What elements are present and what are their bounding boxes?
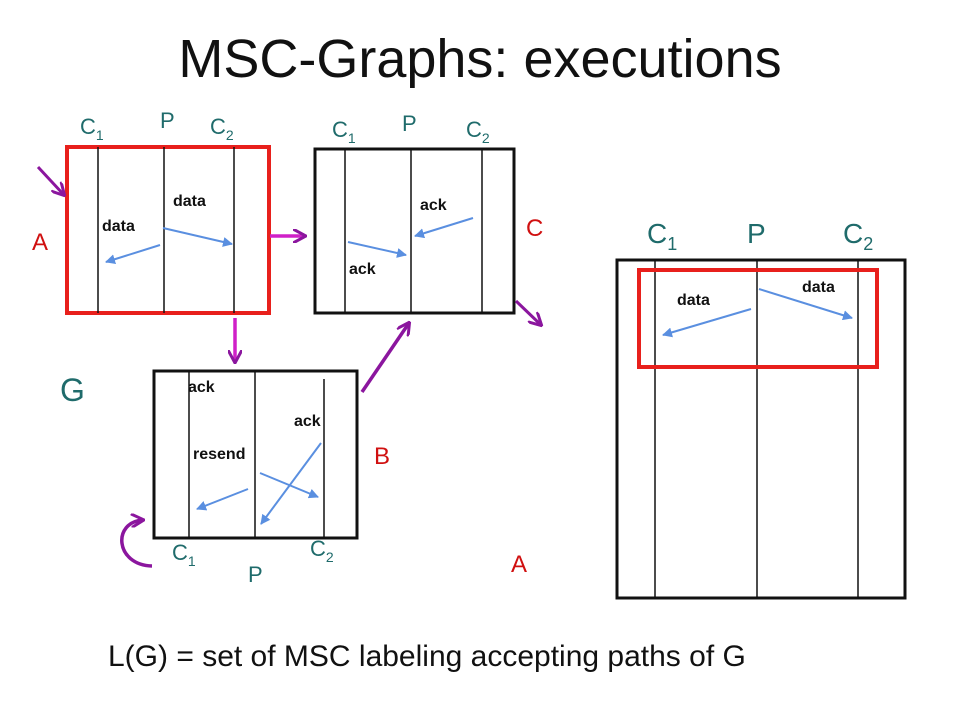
message-arrow — [105, 244, 161, 265]
execution-msc: data data C1 P C2 — [615, 218, 907, 600]
process-label-p: P — [248, 562, 263, 587]
message-label-resend: resend — [193, 446, 245, 463]
node-a-frame — [65, 145, 271, 315]
message-label-data: data — [102, 218, 135, 235]
message-arrow — [414, 217, 474, 239]
node-label-a: A — [32, 229, 48, 256]
page-title: MSC-Graphs: executions — [178, 29, 782, 89]
process-label-p: P — [747, 218, 766, 249]
node-label-c: C — [526, 215, 543, 242]
node-b-msc: ack ack resend C1 P C2 B — [152, 369, 390, 587]
message-label-data: data — [677, 292, 710, 309]
node-label-a-final: A — [511, 551, 527, 578]
message-arrow — [162, 227, 233, 247]
node-c-msc: ack ack C1 P C2 C — [313, 111, 543, 315]
process-label-c2: C2 — [310, 536, 334, 565]
process-label-c2: C2 — [210, 114, 234, 143]
node-c-frame — [313, 147, 516, 315]
message-arrow — [259, 472, 319, 499]
execution-frame — [615, 258, 907, 600]
message-arrow — [662, 308, 752, 338]
process-label-p: P — [402, 111, 417, 136]
process-label-c1: C1 — [647, 218, 677, 254]
edge-c-exit-arrow — [514, 299, 541, 325]
initial-edge-arrow — [36, 165, 64, 195]
message-label-ack: ack — [349, 261, 376, 278]
edge-b-to-c-arrow — [360, 323, 409, 393]
node-a-msc: data data C1 P C2 A — [32, 108, 271, 315]
message-label-data: data — [173, 193, 206, 210]
message-arrow — [196, 488, 249, 511]
message-arrow — [260, 442, 322, 525]
process-label-c1: C1 — [80, 114, 104, 143]
process-label-c2: C2 — [466, 117, 490, 146]
process-label-c1: C1 — [332, 117, 356, 146]
edge-b-self-loop-arrow — [120, 520, 153, 568]
node-label-b: B — [374, 443, 390, 470]
message-arrow — [347, 241, 407, 258]
message-arrow — [758, 288, 853, 321]
process-label-p: P — [160, 108, 175, 133]
message-label-ack: ack — [294, 413, 321, 430]
process-label-c2: C2 — [843, 218, 873, 254]
footer-caption: L(G) = set of MSC labeling accepting pat… — [108, 640, 746, 673]
message-label-ack: ack — [420, 197, 447, 214]
message-label-ack: ack — [188, 379, 215, 396]
node-a-highlight-frame — [637, 268, 879, 369]
message-label-data: data — [802, 279, 835, 296]
graph-name: G — [60, 372, 85, 408]
process-label-c1: C1 — [172, 540, 196, 569]
